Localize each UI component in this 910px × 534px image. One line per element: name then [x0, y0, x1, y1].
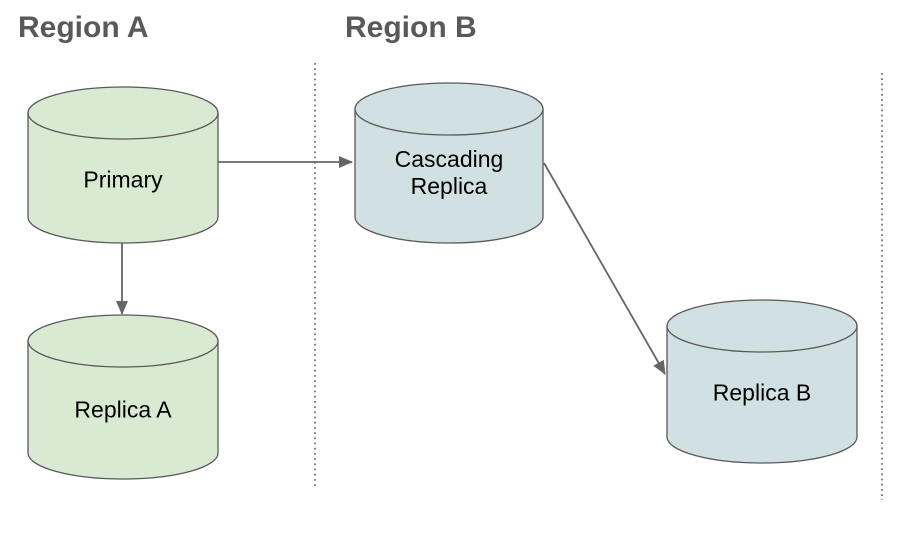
replica-a-db-label: Replica A — [74, 396, 172, 423]
region-b-heading: Region B — [345, 11, 477, 44]
cascading-replica-db-cylinder — [354, 82, 544, 244]
replica-a-db-cylinder-top — [27, 314, 219, 368]
replica-a-db-cylinder — [27, 314, 219, 480]
primary-db-cylinder-top — [27, 86, 219, 140]
replica-b-db-cylinder — [666, 299, 858, 464]
region-a-heading: Region A — [18, 11, 149, 44]
primary-db-cylinder — [27, 86, 219, 244]
replica-a-db-cylinder-body — [27, 340, 219, 480]
arrow-cascading-replica-to-replica-b — [543, 162, 666, 375]
replica-b-db-cylinder-top — [666, 299, 858, 353]
cascading-replica-db-label: Cascading Replica — [394, 146, 504, 199]
primary-db-cylinder-body — [27, 112, 219, 244]
replica-b-db-cylinder-body — [666, 325, 858, 464]
replica-b-db-label: Replica B — [712, 379, 812, 406]
cascading-replica-db-cylinder-top — [354, 82, 544, 136]
cascading-replica-db-cylinder-body — [354, 108, 544, 244]
primary-db-label: Primary — [83, 166, 163, 193]
